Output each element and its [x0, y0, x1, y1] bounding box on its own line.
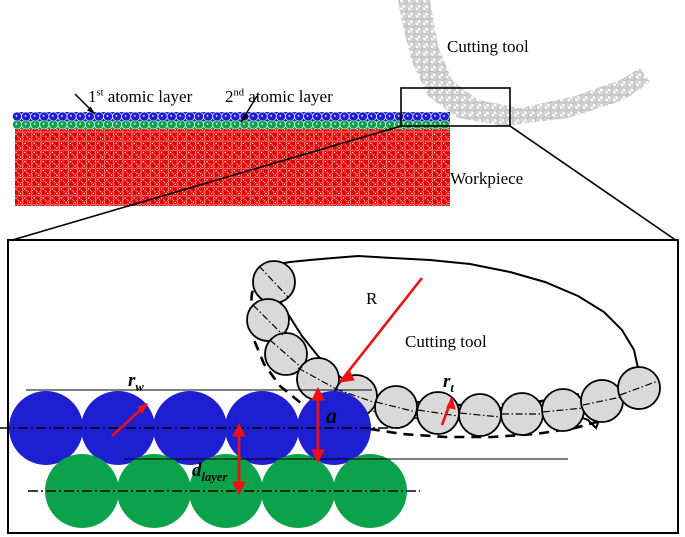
- second-layer-pointer: [240, 95, 258, 123]
- first-layer-pointer: [74, 93, 96, 115]
- overview-first-layer: [12, 111, 450, 122]
- annotation-arrows: [111, 277, 456, 496]
- inset-connector-lines: [8, 125, 678, 242]
- label-workpiece-atom-radius-rw: rw: [128, 370, 144, 394]
- label-cutting-tool-overview: Cutting tool: [447, 37, 529, 56]
- inset-selection-box: [400, 87, 511, 127]
- overview-workpiece-bulk: [15, 128, 450, 206]
- overview-tool-atoms: [398, 0, 650, 126]
- label-cutting-tool-detail: Cutting tool: [405, 332, 487, 351]
- label-tool-atom-radius-rt: rt: [443, 371, 454, 395]
- label-tool-radius-R: R: [366, 289, 378, 308]
- label-workpiece: Workpiece: [450, 169, 524, 188]
- overview-second-layer: [12, 119, 450, 130]
- tool-atom-diameters: [252, 265, 659, 418]
- label-layer-distance-dlayer: dlayer: [192, 460, 228, 484]
- label-depth-of-cut-a: a: [326, 403, 337, 428]
- label-second-atomic-layer: 2nd atomic layer: [225, 87, 333, 106]
- label-first-atomic-layer: 1st atomic layer: [88, 87, 193, 106]
- arrow-R: [338, 277, 424, 383]
